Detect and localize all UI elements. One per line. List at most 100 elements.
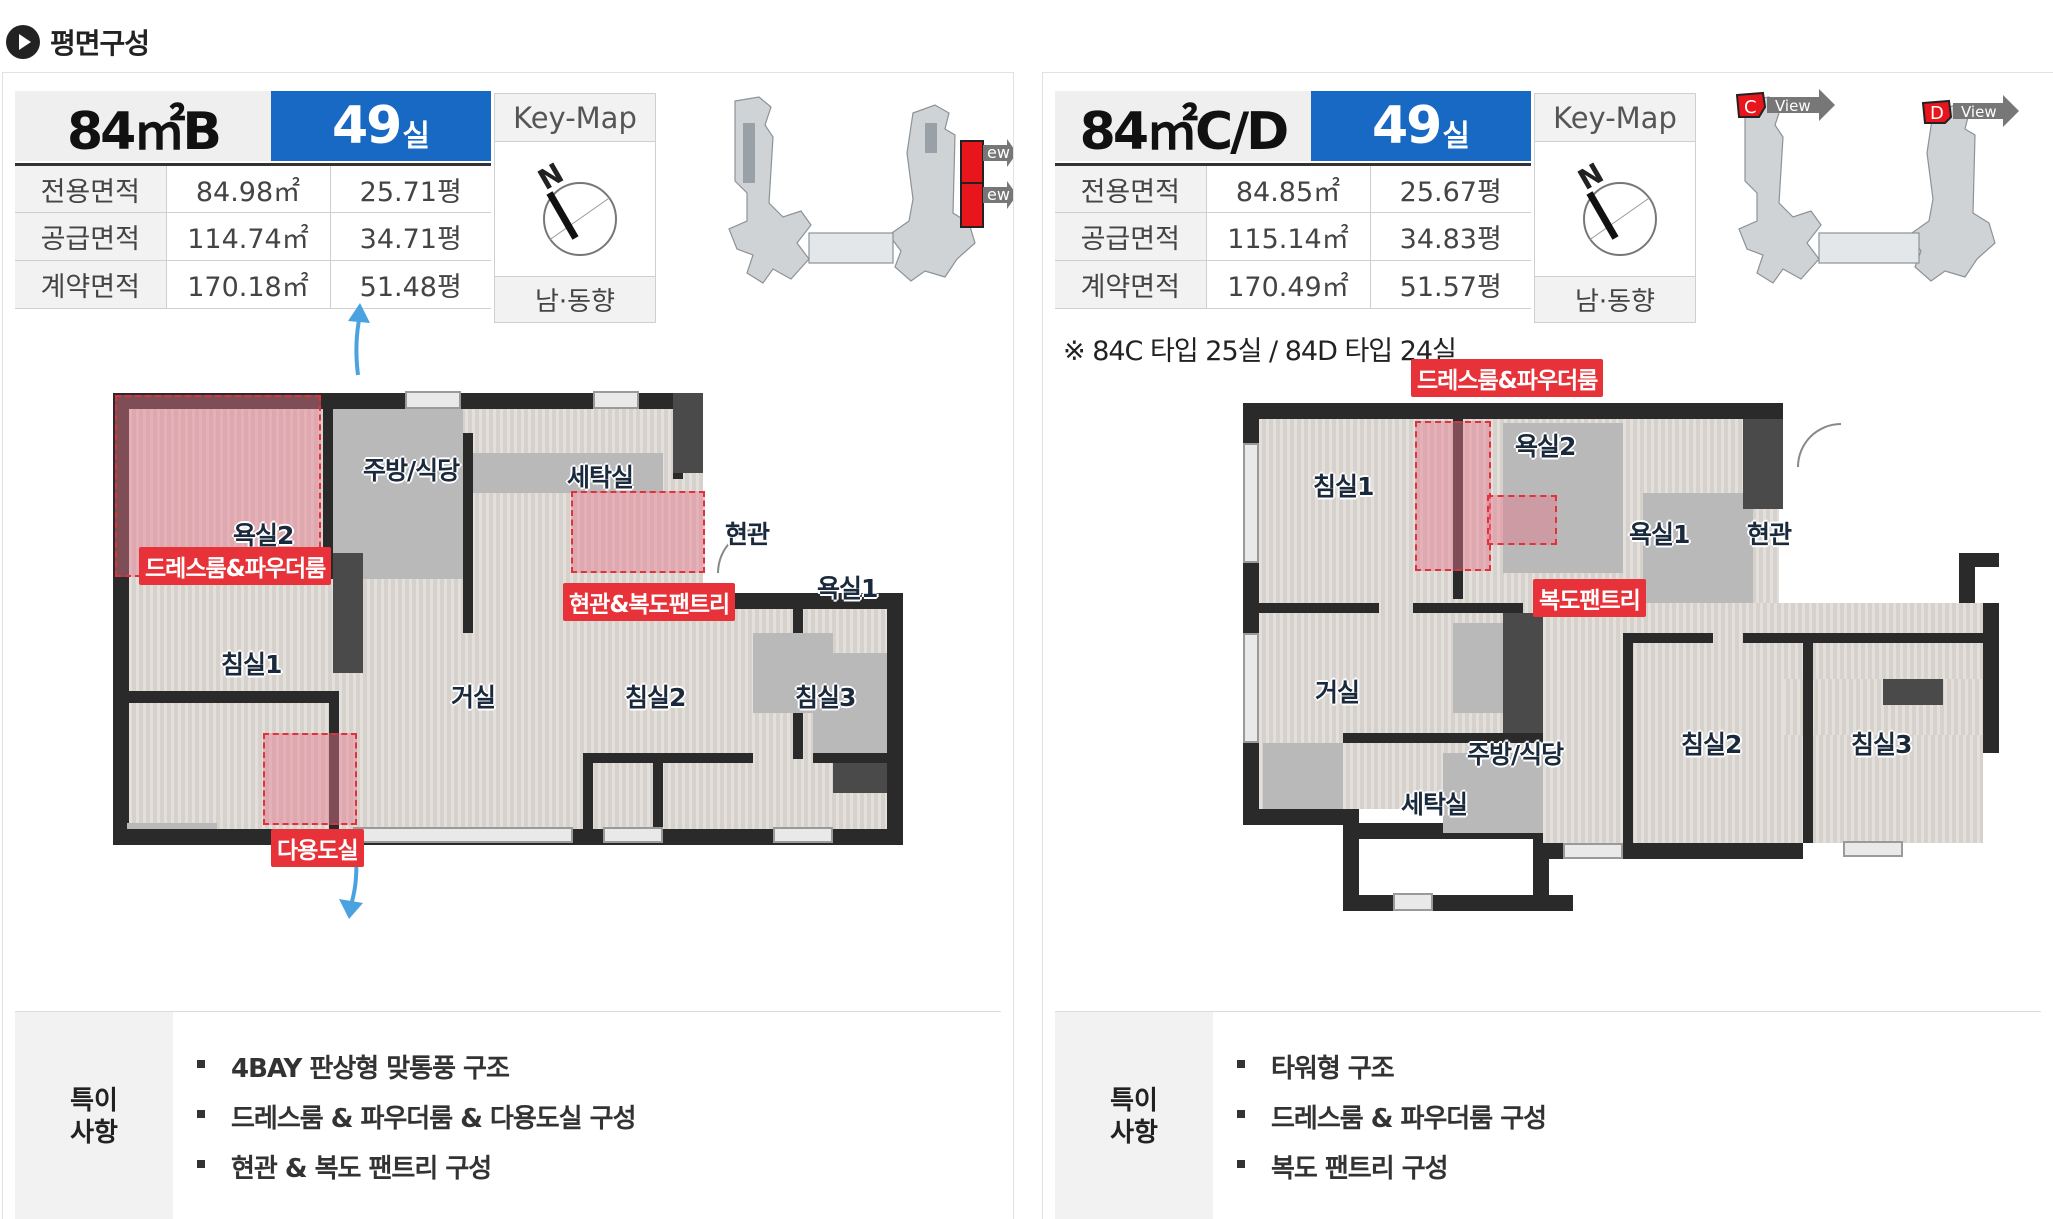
unit-count-number: 49 bbox=[1372, 96, 1442, 156]
table-row: 계약면적 170.18㎡ 51.48평 bbox=[15, 260, 491, 309]
highlight-label-dressroom: 드레스룸&파우더룸 bbox=[139, 547, 332, 585]
table-row: 공급면적 114.74㎡ 34.71평 bbox=[15, 212, 491, 261]
list-item: 4BAY 판상형 맞통풍 구조 bbox=[197, 1048, 636, 1098]
area-label: 전용면적 bbox=[15, 164, 166, 213]
room-label-bedroom2: 침실2 bbox=[1681, 730, 1742, 759]
area-label: 계약면적 bbox=[15, 260, 166, 309]
features-label-line1: 특이 bbox=[70, 1085, 118, 1116]
site-plan-map: C View D View bbox=[1735, 89, 2019, 284]
unit-count: 49 실 bbox=[271, 91, 491, 161]
features-label-line1: 특이 bbox=[1110, 1085, 1158, 1116]
feature-text: 드레스룸 & 파우더룸 구성 bbox=[1271, 1104, 1547, 1134]
feature-text: 4BAY 판상형 맞통풍 구조 bbox=[231, 1054, 510, 1084]
room-label-kitchen: 주방/식당 bbox=[1467, 740, 1564, 769]
area-label: 공급면적 bbox=[1055, 212, 1206, 261]
compass-circle bbox=[543, 182, 617, 256]
area-table: 전용면적 84.85㎡ 25.67평 공급면적 115.14㎡ 34.83평 계… bbox=[1055, 163, 1531, 309]
view-arrow-icon bbox=[983, 139, 1013, 167]
area-sqm: 115.14㎡ bbox=[1205, 212, 1370, 261]
unit-marker-d bbox=[1921, 99, 1953, 124]
bullet-icon bbox=[1237, 1110, 1245, 1118]
room-label-bedroom1: 침실1 bbox=[1313, 472, 1374, 501]
area-pyeong: 34.71평 bbox=[329, 212, 491, 261]
ventilation-arrow-icon bbox=[348, 303, 370, 376]
room-label-bedroom2: 침실2 bbox=[625, 683, 686, 712]
room-label-laundry: 세탁실 bbox=[567, 463, 634, 492]
compass-circle bbox=[1583, 182, 1657, 256]
feature-text: 타워형 구조 bbox=[1271, 1054, 1395, 1084]
highlight-label-dressroom: 드레스룸&파우더룸 bbox=[1411, 359, 1604, 397]
unit-count-suffix: 실 bbox=[402, 119, 430, 154]
table-row: 계약면적 170.49㎡ 51.57평 bbox=[1055, 260, 1531, 309]
room-label-bedroom3: 침실3 bbox=[795, 683, 856, 712]
unit-marker-c-label: C bbox=[1744, 97, 1757, 118]
area-table: 전용면적 84.98㎡ 25.71평 공급면적 114.74㎡ 34.71평 계… bbox=[15, 163, 491, 309]
bullet-icon bbox=[197, 1110, 205, 1118]
area-sqm: 114.74㎡ bbox=[165, 212, 330, 261]
pantry-highlight bbox=[1487, 495, 1557, 545]
type-header: 84㎡B 49 실 bbox=[15, 91, 491, 162]
room-label-bath2: 욕실2 bbox=[1515, 432, 1576, 461]
view-label: View bbox=[1961, 103, 1997, 121]
view-label: ew bbox=[987, 185, 1010, 204]
area-label: 공급면적 bbox=[15, 212, 166, 261]
type-name: 84㎡C/D bbox=[1055, 91, 1311, 162]
compass-icon: N bbox=[1535, 142, 1695, 276]
key-map-title: Key-Map bbox=[1535, 94, 1695, 142]
multiroom-highlight bbox=[263, 733, 357, 825]
room-label-bath1: 욕실1 bbox=[817, 574, 878, 603]
features-list: 타워형 구조 드레스룸 & 파우더룸 구성 복도 팬트리 구성 bbox=[1213, 1012, 1547, 1219]
highlight-label-multiroom: 다용도실 bbox=[271, 829, 364, 867]
bullet-icon bbox=[197, 1160, 205, 1168]
compass-icon: N bbox=[495, 142, 655, 276]
view-arrow-icon bbox=[1767, 89, 1835, 121]
bullet-icon bbox=[1237, 1060, 1245, 1068]
view-label: View bbox=[1775, 97, 1811, 115]
feature-text: 복도 팬트리 구성 bbox=[1271, 1154, 1449, 1184]
room-label-living: 거실 bbox=[451, 683, 496, 712]
area-pyeong: 51.57평 bbox=[1369, 260, 1531, 309]
type-header: 84㎡C/D 49 실 bbox=[1055, 91, 1531, 162]
room-label-bath2: 욕실2 bbox=[233, 521, 294, 550]
unit-count-number: 49 bbox=[332, 96, 402, 156]
play-circle-icon bbox=[6, 25, 40, 59]
area-pyeong: 34.83평 bbox=[1369, 212, 1531, 261]
area-pyeong: 51.48평 bbox=[329, 260, 491, 309]
feature-text: 드레스룸 & 파우더룸 & 다용도실 구성 bbox=[231, 1104, 636, 1134]
area-sqm: 84.85㎡ bbox=[1205, 164, 1370, 213]
direction-label: 남·동향 bbox=[1535, 276, 1695, 322]
bullet-icon bbox=[197, 1060, 205, 1068]
area-label: 계약면적 bbox=[1055, 260, 1206, 309]
key-map: Key-Map N 남·동향 bbox=[1534, 93, 1696, 323]
direction-label: 남·동향 bbox=[495, 276, 655, 322]
unit-count: 49 실 bbox=[1311, 91, 1531, 161]
section-header: 평면구성 bbox=[6, 22, 150, 62]
dressroom-highlight bbox=[1415, 421, 1491, 571]
room-label-bedroom3: 침실3 bbox=[1851, 730, 1912, 759]
dressroom-highlight bbox=[115, 395, 321, 577]
room-label-entrance: 현관 bbox=[1747, 520, 1792, 549]
unit-count-suffix: 실 bbox=[1442, 119, 1470, 154]
list-item: 복도 팬트리 구성 bbox=[1237, 1148, 1546, 1198]
unit-marker-d-label: D bbox=[1930, 103, 1944, 124]
area-pyeong: 25.71평 bbox=[329, 164, 491, 213]
panel-type-84b: 84㎡B 49 실 전용면적 84.98㎡ 25.71평 공급면적 114.74… bbox=[2, 72, 1014, 1219]
view-label: ew bbox=[987, 143, 1010, 162]
features-list: 4BAY 판상형 맞통풍 구조 드레스룸 & 파우더룸 & 다용도실 구성 현관… bbox=[173, 1012, 636, 1219]
highlight-label-pantry: 복도팬트리 bbox=[1533, 579, 1646, 617]
unit-marker-upper bbox=[960, 140, 984, 184]
list-item: 드레스룸 & 파우더룸 & 다용도실 구성 bbox=[197, 1098, 636, 1148]
features-label-line2: 사항 bbox=[1110, 1117, 1158, 1148]
list-item: 드레스룸 & 파우더룸 구성 bbox=[1237, 1098, 1547, 1148]
section-title: 평면구성 bbox=[50, 27, 150, 60]
highlight-label-pantry: 현관&복도팬트리 bbox=[563, 583, 736, 621]
panel-type-84cd: 84㎡C/D 49 실 전용면적 84.85㎡ 25.67평 공급면적 115.… bbox=[1042, 72, 2053, 1219]
room-label-living: 거실 bbox=[1315, 678, 1360, 707]
floor-plan: 드레스룸&파우더룸 침실1 욕실2 욕실1 현관 복도팬트리 거실 주방/식당 … bbox=[1243, 359, 2003, 923]
area-sqm: 84.98㎡ bbox=[165, 164, 330, 213]
table-row: 공급면적 115.14㎡ 34.83평 bbox=[1055, 212, 1531, 261]
area-sqm: 170.49㎡ bbox=[1205, 260, 1370, 309]
floor-plan: 주방/식당 세탁실 욕실2 현관 욕실1 침실1 거실 침실2 침실3 드레스룸… bbox=[113, 303, 913, 919]
view-arrow-icon bbox=[1953, 95, 2019, 127]
